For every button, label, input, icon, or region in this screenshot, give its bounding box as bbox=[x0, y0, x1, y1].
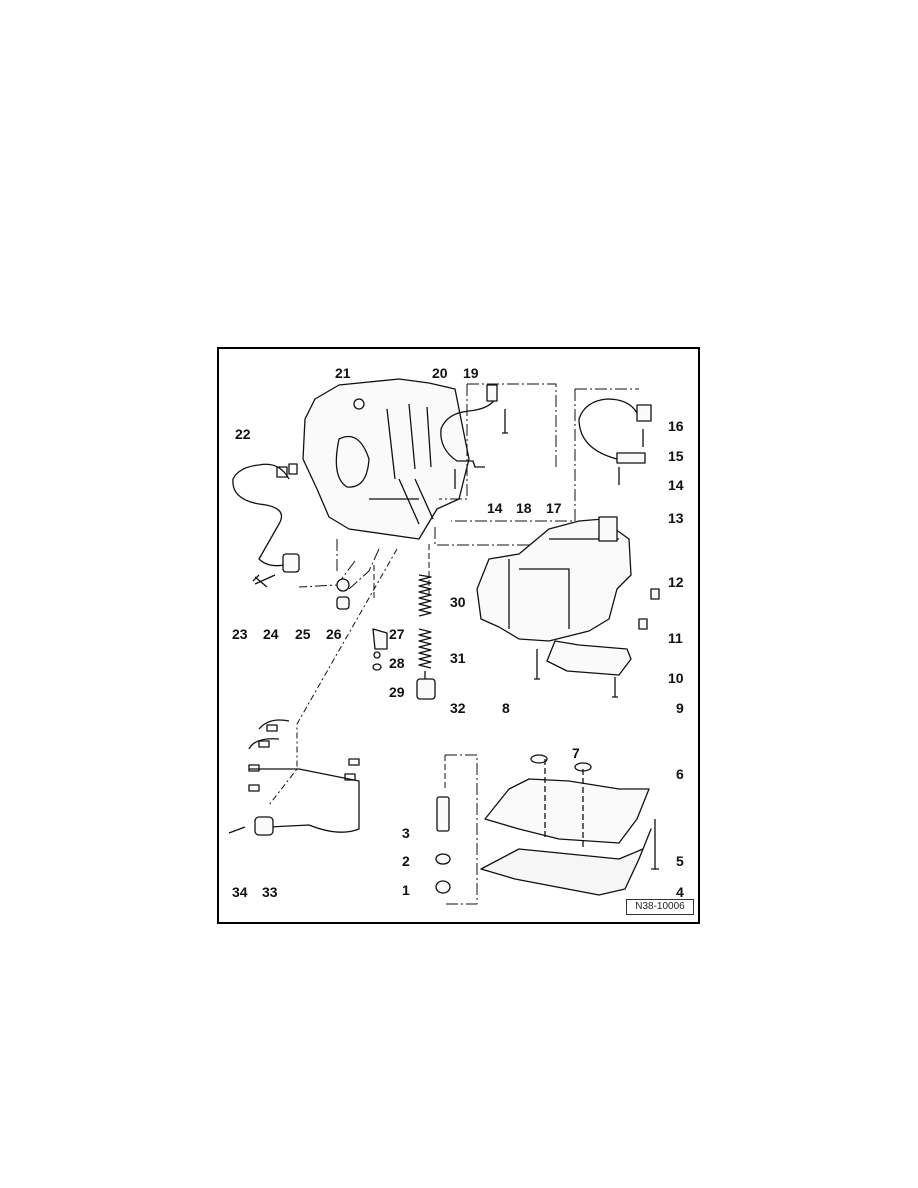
callout-number: 7 bbox=[572, 745, 580, 761]
callout-number: 5 bbox=[676, 853, 684, 869]
callout-number: 2 bbox=[402, 853, 410, 869]
transmission-housing-drawing bbox=[302, 378, 470, 540]
drain-plug-drawing bbox=[435, 796, 451, 894]
callout-number: 21 bbox=[335, 365, 351, 381]
callout-number: 32 bbox=[450, 700, 466, 716]
callout-number: 6 bbox=[676, 766, 684, 782]
diagram-line-art bbox=[228, 378, 660, 905]
callout-number: 12 bbox=[668, 574, 684, 590]
callout-number: 8 bbox=[502, 700, 510, 716]
callout-number: 16 bbox=[668, 418, 684, 434]
speed-sensor-left-drawing bbox=[440, 384, 508, 489]
springs-drawing bbox=[416, 574, 436, 700]
callout-number: 26 bbox=[326, 626, 342, 642]
callout-number: 29 bbox=[389, 684, 405, 700]
callout-number: 22 bbox=[235, 426, 251, 442]
callout-number: 33 bbox=[262, 884, 278, 900]
callout-number: 15 bbox=[668, 448, 684, 464]
callout-number: 4 bbox=[676, 884, 684, 900]
callout-number: 34 bbox=[232, 884, 248, 900]
callout-number: 25 bbox=[295, 626, 311, 642]
figure-id-label: N38-10006 bbox=[626, 899, 694, 915]
oil-pan-drawing bbox=[480, 754, 659, 896]
small-parts-drawing bbox=[252, 574, 388, 671]
filter-and-bolts-drawing bbox=[534, 588, 660, 698]
callout-number: 1 bbox=[402, 882, 410, 898]
callout-number: 10 bbox=[668, 670, 684, 686]
callout-number: 19 bbox=[463, 365, 479, 381]
callout-number: 17 bbox=[546, 500, 562, 516]
speed-sensor-right-drawing bbox=[578, 398, 652, 485]
valve-body-drawing bbox=[476, 516, 632, 642]
callout-number: 31 bbox=[450, 650, 466, 666]
callout-number: 14 bbox=[487, 500, 503, 516]
callout-number: 9 bbox=[676, 700, 684, 716]
callout-number: 13 bbox=[668, 510, 684, 526]
callout-number: 11 bbox=[668, 630, 683, 646]
callout-number: 30 bbox=[450, 594, 466, 610]
callout-number: 23 bbox=[232, 626, 248, 642]
callout-number: 20 bbox=[432, 365, 448, 381]
callout-number: 28 bbox=[389, 655, 405, 671]
callout-number: 24 bbox=[263, 626, 279, 642]
callout-number: 18 bbox=[516, 500, 532, 516]
callout-number: 3 bbox=[402, 825, 410, 841]
callout-number: 14 bbox=[668, 477, 684, 493]
wiring-harness-lower-drawing bbox=[228, 719, 360, 836]
callout-number: 27 bbox=[389, 626, 405, 642]
wiring-harness-upper-drawing bbox=[232, 463, 300, 585]
